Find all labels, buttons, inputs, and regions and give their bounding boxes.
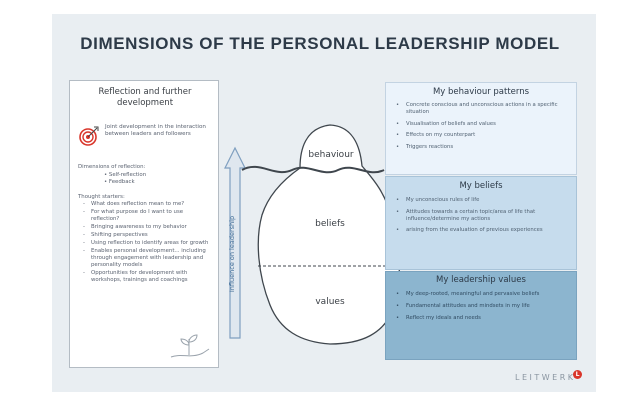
- list-item: arising from the evaluation of previous …: [392, 227, 570, 234]
- list-item: Opportunities for development with works…: [79, 270, 211, 284]
- list-item: Enables personal development... includin…: [79, 248, 211, 269]
- list-item: Attitudes towards a certain topic/area o…: [392, 209, 570, 223]
- leadership-values-list: My deep-rooted, meaningful and pervasive…: [392, 291, 570, 326]
- dimensions-heading: Dimensions of reflection:: [78, 164, 146, 170]
- beliefs-title: My beliefs: [459, 181, 503, 191]
- reflection-card-title: Reflection and further development: [98, 87, 192, 108]
- leadership-values-title: My leadership values: [436, 275, 526, 285]
- reflection-card: Reflection and further development Joint…: [69, 80, 219, 368]
- iceberg-label-values: values: [315, 297, 345, 307]
- list-item: Shifting perspectives: [79, 232, 211, 239]
- list-item: Feedback: [104, 179, 146, 186]
- behaviour-patterns-title: My behaviour patterns: [432, 87, 530, 97]
- leadership-values-panel: My leadership values My deep-rooted, mea…: [385, 271, 577, 360]
- water-line: [241, 165, 385, 174]
- list-item: Fundamental attitudes and mindsets in my…: [392, 303, 570, 310]
- list-item: Using reflection to identify areas for g…: [79, 240, 211, 247]
- list-item: Effects on my counterpart: [392, 132, 570, 139]
- target-icon: [79, 126, 99, 146]
- iceberg-body: [257, 124, 400, 345]
- dimensions-list: Self-reflection Feedback: [104, 172, 146, 186]
- beliefs-list: My unconscious rules of life Attitudes t…: [392, 197, 570, 239]
- thought-starters-heading: Thought starters:: [78, 194, 125, 200]
- up-arrow-icon: [224, 146, 246, 339]
- list-item: What does reflection mean to me?: [79, 201, 211, 208]
- list-item: Reflect my ideals and needs: [392, 315, 570, 322]
- leitwerk-logo: LEITWERK: [515, 373, 576, 382]
- joint-development-text: Joint development in the interaction bet…: [105, 124, 206, 138]
- beliefs-panel: My beliefs My unconscious rules of life …: [385, 176, 577, 270]
- page-title: DIMENSIONS OF THE PERSONAL LEADERSHIP MO…: [80, 34, 560, 53]
- list-item: Visualisation of beliefs and values: [392, 121, 570, 128]
- list-item: For what purpose do I want to use reflec…: [79, 209, 211, 223]
- iceberg-label-behaviour: behaviour: [308, 150, 354, 160]
- behaviour-patterns-panel: My behaviour patterns Concrete conscious…: [385, 82, 577, 175]
- thought-starters-list: What does reflection mean to me? For wha…: [79, 201, 211, 285]
- leitwerk-logo-mark: L: [573, 370, 582, 379]
- list-item: Concrete conscious and unconscious actio…: [392, 102, 570, 116]
- plant-in-hand-icon: [170, 334, 210, 358]
- list-item: My deep-rooted, meaningful and pervasive…: [392, 291, 570, 298]
- list-item: Triggers reactions: [392, 144, 570, 151]
- iceberg-label-beliefs: beliefs: [315, 219, 345, 229]
- behaviour-patterns-list: Concrete conscious and unconscious actio…: [392, 102, 570, 156]
- list-item: Bringing awareness to my behavior: [79, 224, 211, 231]
- list-item: My unconscious rules of life: [392, 197, 570, 204]
- influence-label: Influence on leadership: [228, 215, 236, 293]
- list-item: Self-reflection: [104, 172, 146, 179]
